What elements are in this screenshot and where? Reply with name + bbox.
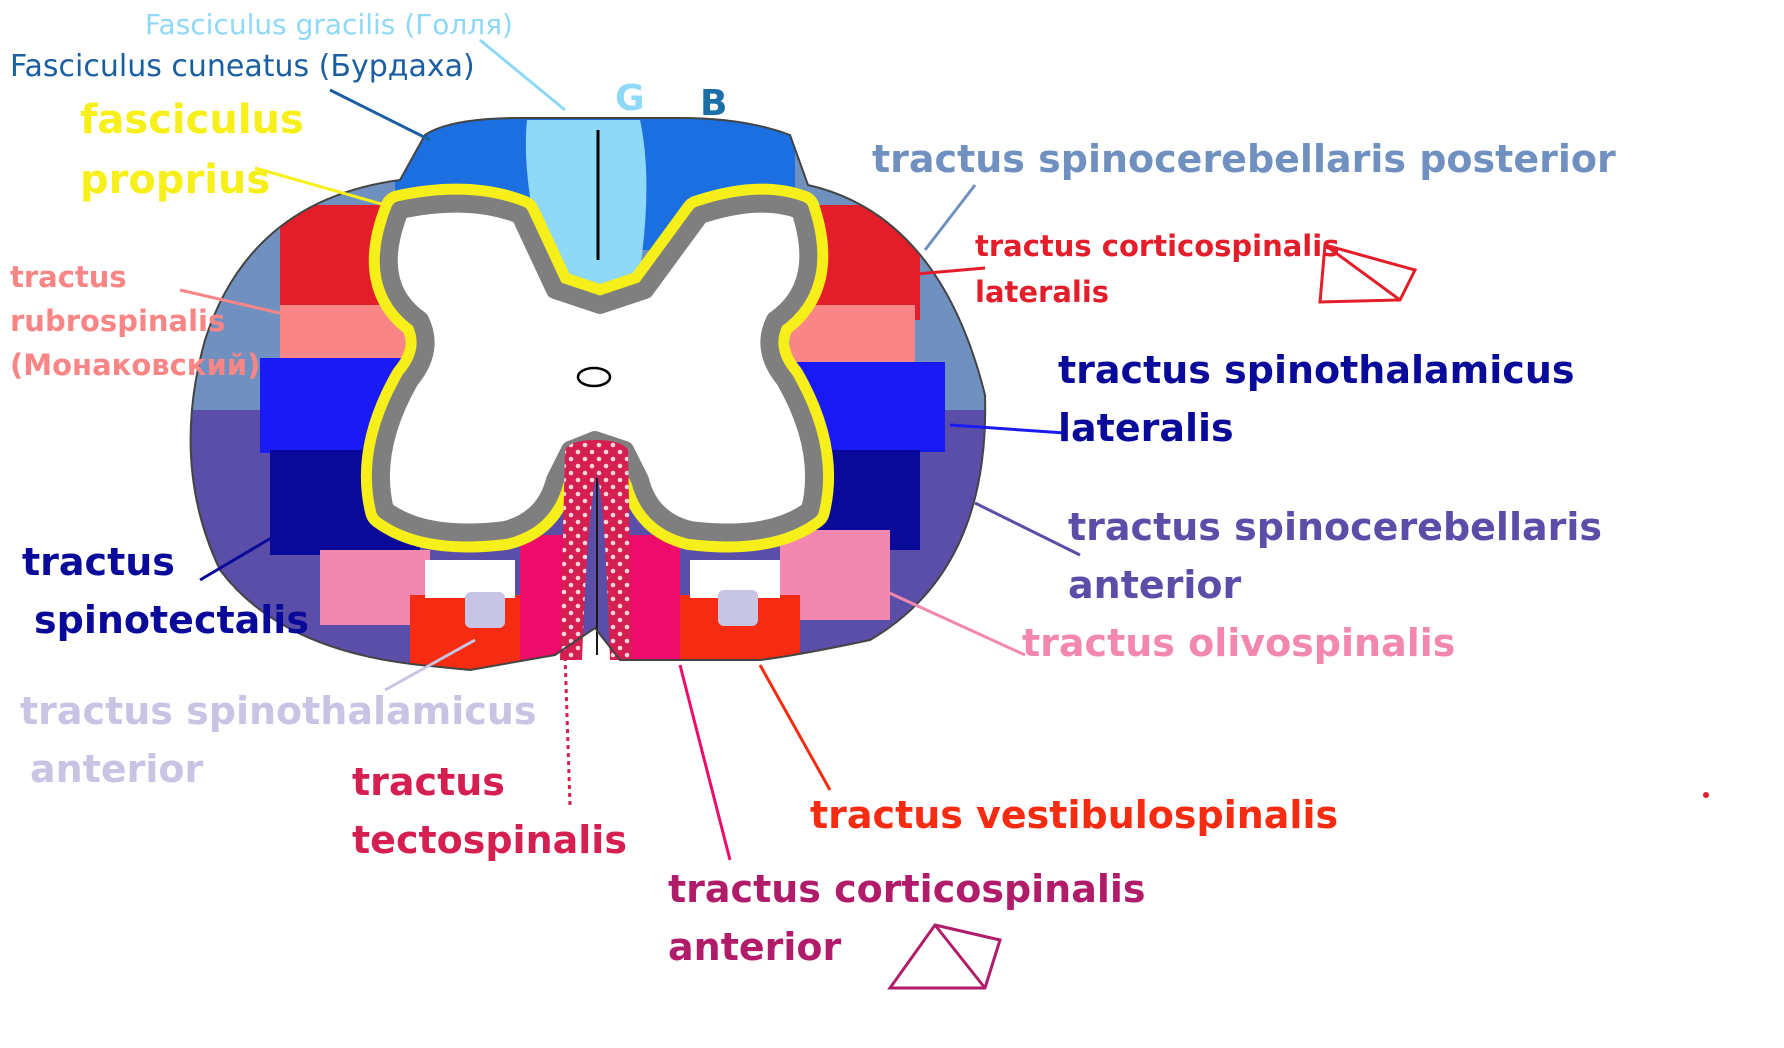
tectospinalis-dots — [560, 440, 632, 660]
leader-spinocerebellaris-anterior — [974, 501, 1081, 557]
leader-cuneatus — [329, 88, 431, 142]
label-rubrospinalis-line1: tractus — [10, 260, 127, 294]
label-proprius-line2: proprius — [80, 157, 270, 203]
region-corticospinalis-anterior-right — [625, 535, 680, 670]
label-spinothalamicus-lateralis-line2: lateralis — [1058, 406, 1234, 450]
label-rubrospinalis-line2: rubrospinalis — [10, 304, 225, 338]
leader-tectospinalis — [563, 654, 572, 806]
leader-spinothalamicus-lateralis — [949, 423, 1066, 435]
region-rubrospinalis-right — [790, 305, 915, 365]
label-spinothalamicus-lateralis-line1: tractus spinothalamicus — [1058, 348, 1575, 392]
label-spinothalamicus-anterior-line2: anterior — [30, 747, 204, 791]
leader-corticospinalis-lateralis — [904, 266, 986, 277]
column-letter-b: B — [700, 83, 727, 124]
leader-corticospinalis-anterior — [678, 664, 732, 861]
region-corticospinalis-anterior-left — [520, 535, 565, 670]
label-corticospinalis-anterior-line1: tractus corticospinalis — [668, 867, 1146, 911]
label-vestibulospinalis: tractus vestibulospinalis — [810, 793, 1338, 837]
label-olivospinalis: tractus olivospinalis — [1022, 621, 1455, 665]
label-gracilis: Fasciculus gracilis (Голля) — [145, 8, 513, 41]
pyramid-icon-lateralis — [1318, 243, 1418, 304]
gap-left — [425, 560, 515, 598]
label-rubrospinalis-line3: (Монаковский) — [10, 348, 260, 382]
leader-lines — [179, 38, 1081, 861]
label-corticospinalis-lateralis-line2: lateralis — [975, 275, 1109, 309]
leader-rubrospinalis — [179, 288, 311, 322]
label-spinothalamicus-anterior-line1: tractus spinothalamicus — [20, 689, 537, 733]
label-corticospinalis-anterior-line2: anterior — [668, 925, 842, 969]
leader-gracilis — [479, 38, 566, 112]
label-spinocerebellaris-anterior-line2: anterior — [1068, 563, 1242, 607]
leader-spinotectalis — [199, 513, 311, 582]
leader-olivospinalis — [849, 573, 1026, 657]
label-tectospinalis-line2: tectospinalis — [352, 818, 627, 862]
label-corticospinalis-lateralis-line1: tractus corticospinalis — [975, 229, 1339, 263]
leader-vestibulospinalis — [758, 664, 832, 791]
pyramid-icon-anterior — [887, 923, 1002, 990]
leader-proprius — [254, 166, 386, 207]
label-spinocerebellaris-anterior-line1: tractus spinocerebellaris — [1068, 505, 1602, 549]
label-cuneatus: Fasciculus cuneatus (Бурдаха) — [10, 49, 475, 84]
region-spinothalamicus-anterior-left — [465, 592, 505, 628]
region-spinothalamicus-anterior-right — [718, 590, 758, 626]
leader-spinocerebellaris-posterior — [923, 184, 977, 251]
grey-matter — [360, 183, 835, 553]
label-spinocerebellaris-posterior: tractus spinocerebellaris posterior — [872, 137, 1616, 181]
spinal-cord-outline — [189, 117, 987, 672]
label-spinotectalis-line1: tractus — [22, 540, 175, 584]
leader-spinothalamicus-anterior — [384, 638, 476, 692]
label-tectospinalis-line1: tractus — [352, 760, 505, 804]
label-proprius-line1: fasciculus — [80, 97, 304, 143]
label-spinotectalis-line2: spinotectalis — [34, 598, 309, 642]
stray-dot — [1703, 792, 1709, 798]
central-canal — [576, 366, 612, 388]
column-letter-g: G — [615, 78, 645, 119]
